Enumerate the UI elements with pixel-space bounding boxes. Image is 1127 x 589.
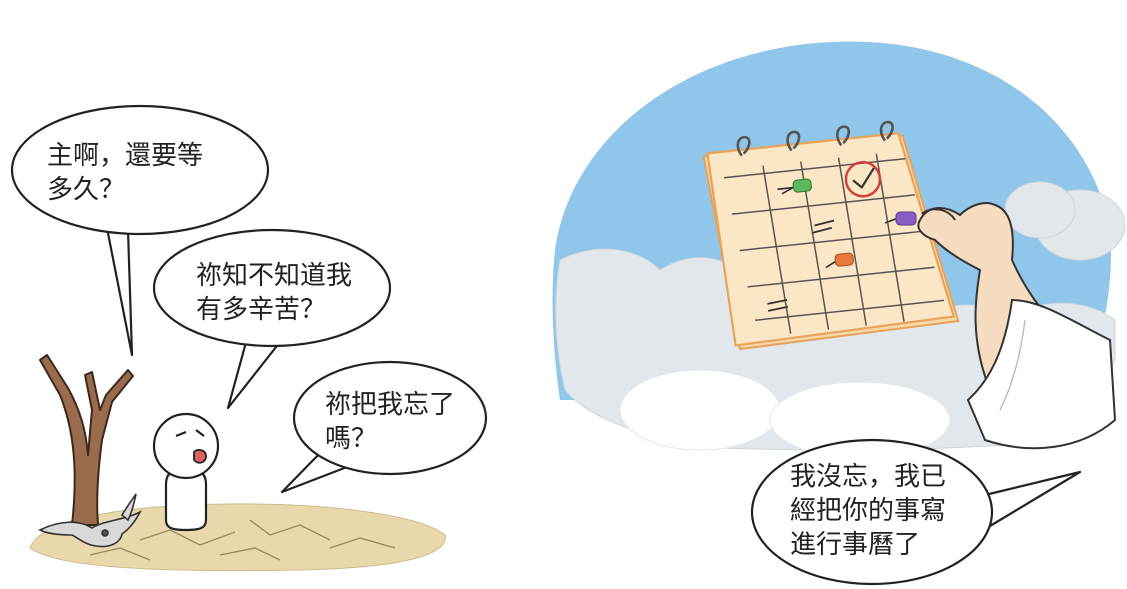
bubble-3-text: 祢把我忘了 嗎？ bbox=[325, 388, 455, 456]
stick-figure bbox=[152, 412, 220, 532]
speech-bubble-3 bbox=[280, 360, 488, 494]
speech-bubble-1 bbox=[10, 104, 270, 357]
calendar-grid bbox=[723, 153, 945, 334]
sleeve bbox=[966, 298, 1117, 450]
speech-bubble-2 bbox=[152, 228, 392, 410]
bubble-2-line-1: 祢知不知道我 bbox=[196, 261, 353, 291]
bubble-4-line-3: 進行事曆了 bbox=[790, 530, 921, 560]
dead-tree bbox=[39, 354, 134, 526]
bubble-3-line-2: 嗎？ bbox=[325, 424, 378, 454]
calendar-rings bbox=[736, 120, 894, 157]
bubble-1-line-2: 多久？ bbox=[47, 175, 126, 205]
bubble-2-text: 祢知不知道我 有多辛苦？ bbox=[196, 259, 352, 327]
orange-pin-icon bbox=[825, 252, 854, 269]
ground-cracks bbox=[89, 519, 396, 561]
wall-calendar bbox=[702, 120, 960, 351]
bubble-4-line-2: 經把你的事寫 bbox=[790, 496, 947, 526]
cow-skull bbox=[38, 493, 142, 548]
right-panel bbox=[552, 41, 1126, 586]
bubble-3-line-1: 祢把我忘了 bbox=[325, 390, 456, 420]
bubble-4-text: 我沒忘，我已 經把你的事寫 進行事曆了 bbox=[790, 460, 946, 562]
speech-bubble-4 bbox=[750, 438, 1082, 586]
purple-pin-icon bbox=[884, 211, 917, 226]
bubble-4-line-1: 我沒忘，我已 bbox=[790, 462, 947, 492]
check-circle bbox=[844, 161, 882, 198]
green-pin-icon bbox=[781, 178, 812, 195]
bubble-2-line-2: 有多辛苦？ bbox=[196, 295, 327, 325]
bubble-1-line-1: 主啊，還要等 bbox=[47, 141, 204, 171]
left-panel bbox=[10, 104, 488, 572]
bubble-1-text: 主啊，還要等 多久？ bbox=[47, 139, 203, 207]
check-mark bbox=[852, 167, 875, 190]
